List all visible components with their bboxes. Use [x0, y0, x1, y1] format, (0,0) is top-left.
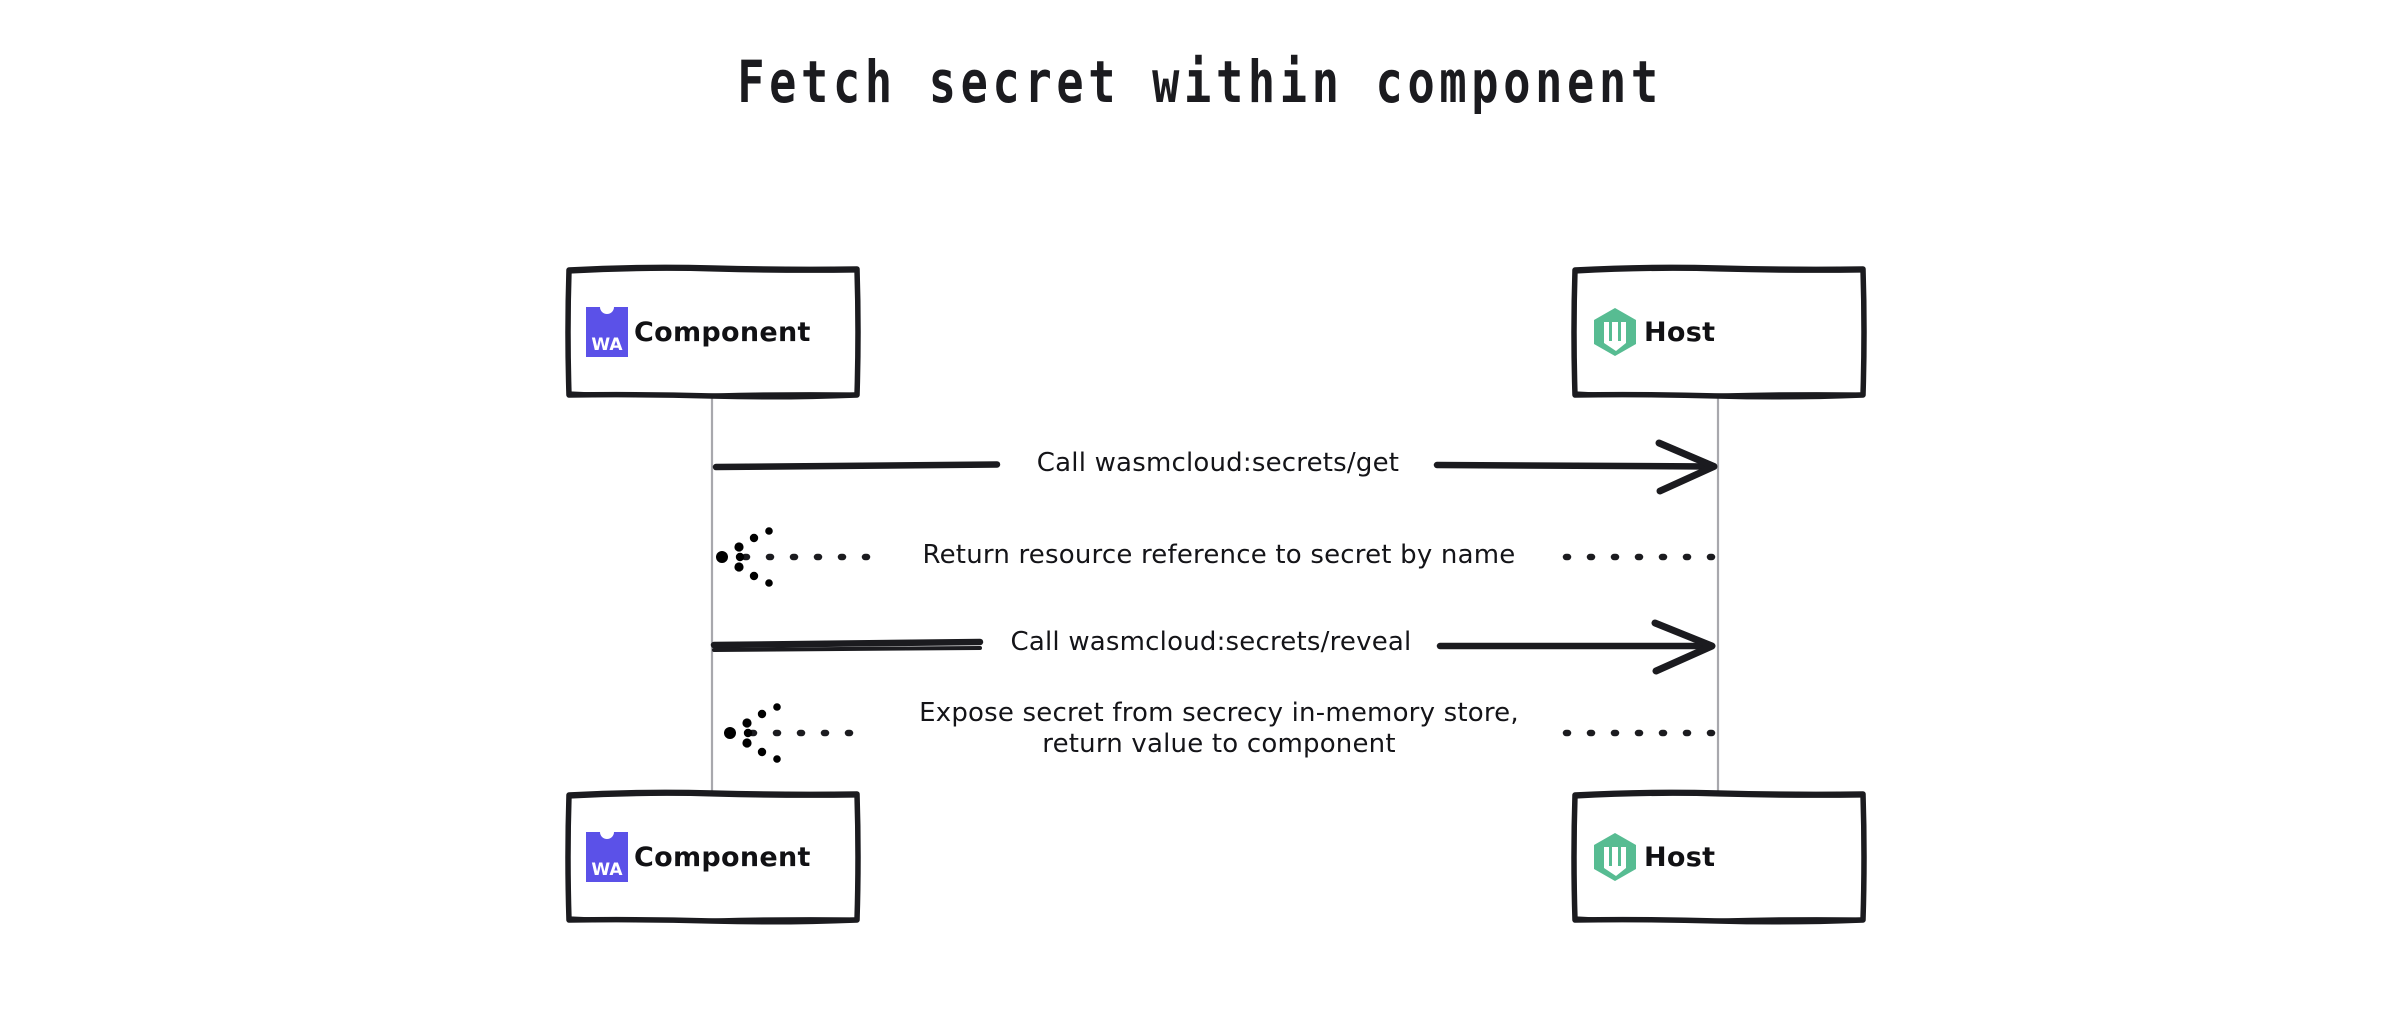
message-label-1: Call wasmcloud:secrets/get	[1036, 448, 1400, 478]
wasmcloud-hexagon-icon	[1592, 832, 1638, 882]
message-label-4-line-2: return value to component	[1042, 728, 1396, 759]
participant-label: Host	[1644, 841, 1716, 873]
page-title: Fetch secret within component	[737, 48, 1663, 116]
message-arrow-2	[716, 527, 1716, 587]
participant-host-bottom[interactable]: Host	[1571, 789, 1867, 925]
message-arrow-3	[710, 619, 1716, 675]
participant-label: Host	[1644, 316, 1716, 348]
message-label-3: Call wasmcloud:secrets/reveal	[1010, 627, 1412, 657]
wasmcloud-hexagon-icon	[1592, 307, 1638, 357]
participant-label: Component	[634, 841, 811, 873]
wasm-component-icon: WA	[586, 832, 628, 882]
participant-label: Component	[634, 316, 811, 348]
message-arrow-4	[724, 703, 1716, 763]
participant-component-top[interactable]: WA Component	[565, 264, 861, 400]
message-label-4: Expose secret from secrecy in-memory sto…	[872, 698, 1566, 759]
message-label-4-line-1: Expose secret from secrecy in-memory sto…	[919, 698, 1519, 728]
svg-text:WA: WA	[591, 860, 623, 880]
participant-host-top[interactable]: Host	[1571, 264, 1867, 400]
participant-component-bottom[interactable]: WA Component	[565, 789, 861, 925]
message-arrow-1	[712, 439, 1718, 495]
message-label-2: Return resource reference to secret by n…	[922, 540, 1516, 570]
svg-text:WA: WA	[591, 335, 623, 355]
wasm-component-icon: WA	[586, 307, 628, 357]
